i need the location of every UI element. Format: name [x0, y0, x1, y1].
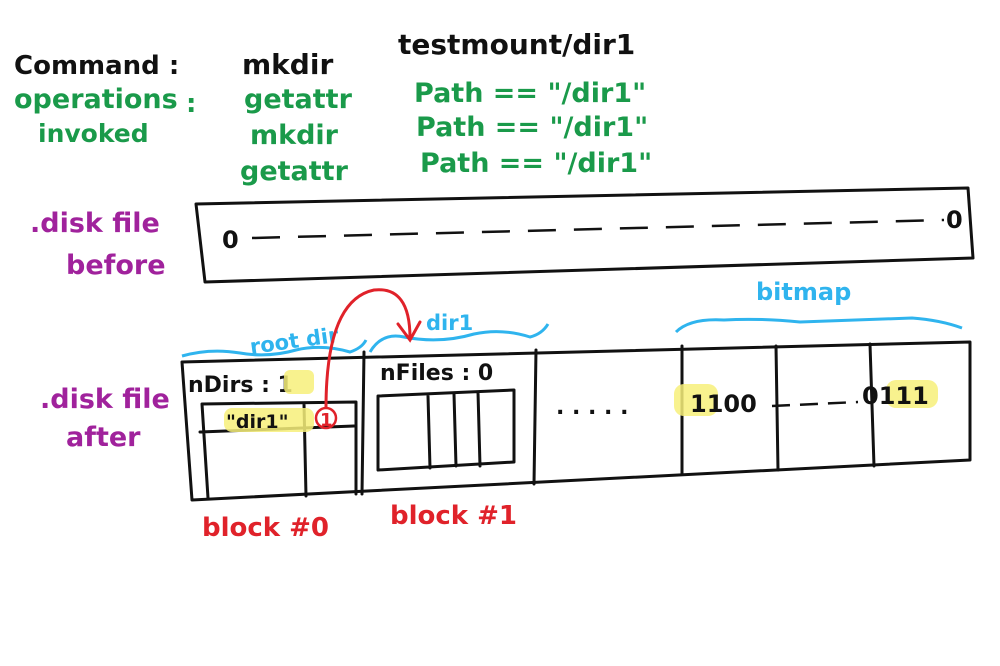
bitmap-dashes: [771, 400, 859, 408]
blocks-ellipsis: . . . . .: [556, 395, 628, 420]
op-call-3-path: Path == "/dir1": [420, 148, 652, 179]
block1-caption: block #1: [390, 501, 517, 531]
disk-after-label-line2: after: [66, 422, 141, 453]
disk-after-box: [180, 340, 972, 502]
block0-entry-name: "dir1": [226, 411, 289, 433]
operations-label-line1: operations: [14, 84, 178, 115]
block1-right-edge: [532, 348, 538, 486]
disk-before-end-value: 0: [946, 206, 963, 234]
operations-label-line2: invoked: [38, 119, 149, 148]
bitmap-start-bits: 1100: [690, 390, 757, 418]
block0-right-edge: [360, 350, 366, 496]
root-dir-label: root dir: [248, 323, 340, 359]
block0-entry-pointer: 1: [320, 410, 333, 431]
block0-entries-table: [198, 400, 358, 500]
operations-label-colon: :: [186, 89, 196, 119]
disk-before-box: [194, 186, 975, 284]
disk-before-label-line1: .disk file: [30, 208, 160, 239]
op-call-3-name: getattr: [240, 156, 349, 187]
block1-files-table: [376, 388, 516, 472]
bitmap-label: bitmap: [756, 278, 851, 306]
disk-after-label-line1: .disk file: [40, 384, 170, 415]
bitmap-end-bits: 0111: [862, 382, 929, 410]
disk-before-start-value: 0: [222, 226, 239, 254]
block0-caption: block #0: [202, 513, 329, 543]
command-label: Command :: [14, 51, 179, 81]
command-arg: testmount/dir1: [398, 28, 635, 61]
disk-before-label-line2: before: [66, 250, 166, 281]
block0-count-highlight: [284, 370, 314, 394]
op-call-2-name: mkdir: [250, 120, 339, 151]
block0-entry-highlight: [224, 408, 314, 432]
disk-before-dashes: [251, 218, 945, 240]
block1-header: nFiles : 0: [380, 361, 493, 386]
pointer-arrow: [324, 288, 412, 409]
dir1-label: dir1: [426, 311, 473, 335]
bitmap-end-highlight: [886, 380, 938, 408]
command-name: mkdir: [242, 48, 333, 81]
root-dir-brace: [181, 339, 368, 358]
bitmap-divider-2: [868, 342, 876, 468]
block0-header: nDirs : 1: [188, 373, 293, 398]
bitmap-brace: [674, 316, 963, 334]
bitmap-start-highlight: [674, 384, 718, 416]
pointer-arrowhead: [396, 320, 422, 343]
op-call-1-name: getattr: [244, 84, 353, 115]
dir1-brace: [368, 323, 550, 353]
bitmap-divider-1: [774, 344, 780, 472]
op-call-1-path: Path == "/dir1": [414, 78, 646, 109]
op-call-2-path: Path == "/dir1": [416, 112, 648, 143]
